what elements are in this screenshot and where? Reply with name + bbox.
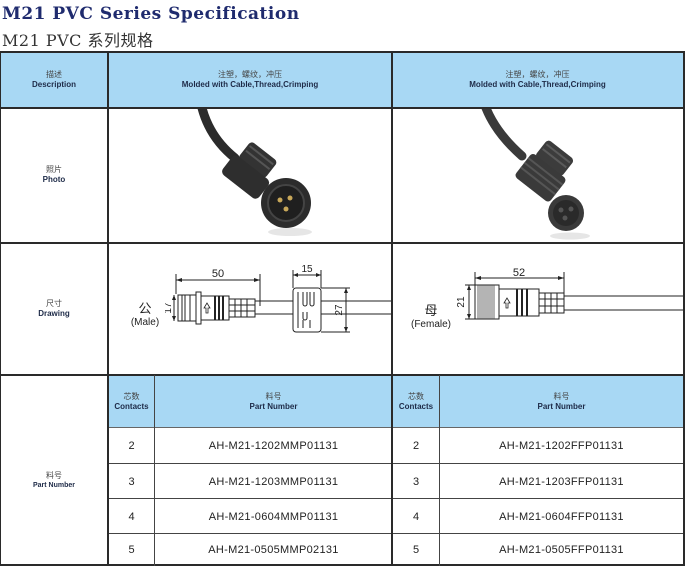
svg-text:52: 52 — [513, 268, 525, 279]
subrow-divider — [108, 463, 684, 464]
col-divider — [154, 375, 155, 566]
part-number-label-en: Part Number — [32, 481, 75, 489]
col-divider — [107, 51, 109, 566]
male-part-2: AH-M21-1202MMP01131 — [208, 439, 339, 452]
svg-text:21: 21 — [456, 296, 467, 308]
page-title: M21 PVC Series Specification — [2, 4, 300, 24]
male-contacts-5: 5 — [128, 543, 135, 556]
female-part-2: AH-M21-1202FFP01131 — [499, 439, 624, 452]
subrow-divider — [108, 533, 684, 534]
female-description-en: Molded with Cable,Thread,Crimping — [469, 79, 606, 89]
male-type-cn: 公 — [138, 301, 152, 316]
female-contacts-2: 2 — [412, 439, 420, 452]
male-contacts-4: 4 — [128, 510, 135, 523]
table-border-right — [683, 51, 685, 566]
male-part-4: AH-M21-0604MMP01131 — [208, 510, 339, 523]
male-description-cn: 注塑，螺纹，冲压 — [218, 69, 282, 79]
description-label-cell: 描述 Description — [0, 52, 108, 107]
table-border-top — [0, 51, 684, 53]
female-type-label: 母 (Female) — [404, 300, 458, 330]
male-contacts-2: 2 — [128, 439, 135, 452]
male-part-5: AH-M21-0505MMP02131 — [208, 543, 339, 556]
contacts-header-cn: 芯数 — [408, 391, 424, 401]
table-border-bottom — [0, 564, 684, 566]
contacts-header-cn: 芯数 — [123, 391, 140, 401]
photo-label-en: Photo — [42, 175, 66, 184]
svg-text:27: 27 — [334, 304, 345, 316]
male-description-en: Molded with Cable,Thread,Crimping — [181, 79, 319, 89]
female-contacts-header: 芯数 Contacts — [392, 375, 440, 428]
row-divider — [0, 374, 684, 376]
drawing-label-cn: 尺寸 — [46, 298, 62, 308]
photo-label-cn: 照片 — [46, 165, 62, 174]
part-number-label-cell: 料号 Part Number — [0, 375, 108, 566]
female-connector-photo — [481, 108, 590, 240]
svg-text:15: 15 — [301, 264, 313, 275]
drawing-label-cell: 尺寸 Drawing — [0, 243, 108, 374]
female-contacts-5: 5 — [412, 543, 420, 556]
female-description-cn: 注塑，螺纹，冲压 — [505, 69, 570, 79]
subrow-divider — [108, 498, 684, 499]
part-header-cn: 料号 — [553, 391, 570, 401]
female-part-3: AH-M21-1203FFP01131 — [499, 475, 624, 488]
part-header-en: Part Number — [537, 401, 586, 411]
col-divider — [391, 51, 393, 566]
subheader-divider — [108, 427, 684, 428]
photo-label-cell: 照片 Photo — [0, 108, 108, 242]
col-divider — [439, 375, 440, 566]
female-part-header: 料号 Part Number — [440, 375, 683, 428]
male-connector-photo — [197, 108, 312, 236]
male-part-3: AH-M21-1203MMP01131 — [208, 475, 339, 488]
female-part-4: AH-M21-0604FFP01131 — [499, 510, 624, 523]
svg-text:17: 17 — [165, 302, 174, 314]
female-description-cell: 注塑，螺纹，冲压 Molded with Cable,Thread,Crimpi… — [392, 52, 683, 107]
row-divider — [0, 242, 684, 244]
female-contacts-3: 3 — [412, 475, 420, 488]
part-number-label-cn: 料号 — [46, 470, 62, 480]
part-header-cn: 料号 — [265, 391, 282, 401]
male-type-en: (Male) — [130, 317, 160, 328]
table-border-left — [0, 51, 1, 566]
contacts-header-en: Contacts — [398, 401, 434, 411]
description-label-cn: 描述 — [46, 69, 62, 79]
male-description-cell: 注塑，螺纹，冲压 Molded with Cable,Thread,Crimpi… — [108, 52, 392, 107]
female-part-5: AH-M21-0505FFP01131 — [499, 543, 624, 556]
male-part-header: 料号 Part Number — [155, 375, 392, 428]
drawing-label-en: Drawing — [38, 308, 70, 318]
part-header-en: Part Number — [249, 401, 298, 411]
svg-text:50: 50 — [212, 268, 224, 280]
row-divider — [0, 107, 684, 109]
female-drawing: 52 21 — [456, 268, 683, 320]
male-drawing: 50 17 15 27 — [165, 264, 391, 333]
male-contacts-3: 3 — [128, 475, 135, 488]
contacts-header-en: Contacts — [114, 401, 149, 411]
page-subtitle-cn: M21 PVC 系列规格 — [2, 31, 154, 50]
male-contacts-header: 芯数 Contacts — [108, 375, 155, 428]
female-type-cn: 母 — [424, 303, 438, 318]
description-label-en: Description — [31, 79, 76, 89]
male-type-label: 公 (Male) — [120, 298, 170, 328]
female-type-en: (Female) — [410, 319, 451, 330]
female-contacts-4: 4 — [412, 510, 420, 523]
